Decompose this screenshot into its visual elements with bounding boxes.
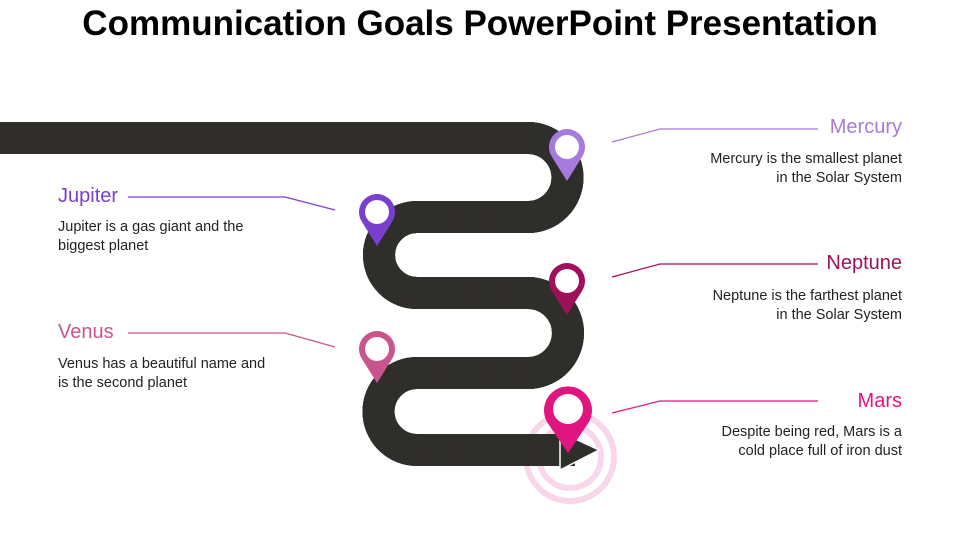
pin-jupiter-icon (359, 194, 395, 246)
jupiter-description: Jupiter is a gas giant and the biggest p… (58, 219, 244, 254)
neptune-description: Neptune is the farthest planet in the So… (712, 288, 902, 323)
pin-mars-icon (544, 386, 592, 453)
pin-venus-icon (359, 331, 395, 383)
neptune-label: Neptune (826, 252, 902, 274)
jupiter-label: Jupiter (58, 185, 119, 207)
mercury-label: Mercury (829, 116, 902, 138)
slide-title: Communication Goals PowerPoint Presentat… (82, 4, 878, 43)
connector-lines (128, 128, 818, 414)
mars-description: Despite being red, Mars is a cold place … (721, 424, 902, 459)
pin-mercury-icon (549, 129, 585, 181)
venus-label: Venus (58, 321, 114, 343)
venus-description: Venus has a beautiful name and is the se… (58, 356, 266, 391)
pin-neptune-icon (549, 263, 585, 315)
mercury-description: Mercury is the smallest planet in the So… (710, 151, 902, 186)
mars-label: Mars (857, 390, 902, 412)
